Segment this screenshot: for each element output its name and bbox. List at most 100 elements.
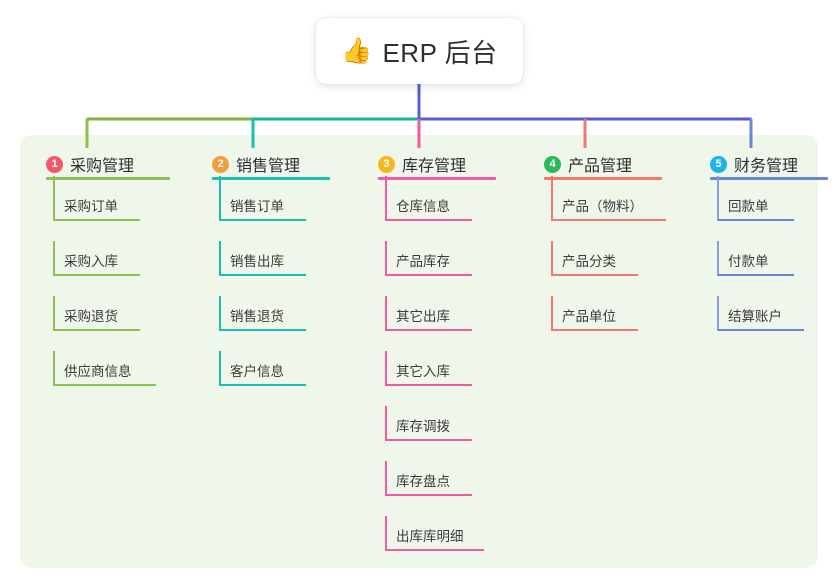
column-rule-3 <box>378 177 496 180</box>
column-header-4[interactable]: 4 产品管理 <box>526 146 691 182</box>
column-2: 2 销售管理销售订单销售出库销售退货客户信息 <box>194 146 359 406</box>
leaf-label: 其它入库 <box>396 364 450 379</box>
leaf-stem <box>717 241 719 276</box>
leaf-rule <box>386 274 472 276</box>
leaf-rule <box>386 439 472 441</box>
leaf-item[interactable]: 产品单位 <box>526 296 691 351</box>
leaf-stem <box>219 176 221 221</box>
column-title-5: 财务管理 <box>734 158 799 175</box>
leaf-rule <box>718 274 794 276</box>
leaf-list-1: 采购订单采购入库采购退货供应商信息 <box>28 176 193 406</box>
column-header-2[interactable]: 2 销售管理 <box>194 146 359 182</box>
thumbs-up-icon: 👍 <box>341 36 373 65</box>
leaf-rule <box>718 219 794 221</box>
leaf-item[interactable]: 其它入库 <box>360 351 525 406</box>
leaf-stem <box>717 176 719 221</box>
root-title: ERP 后台 <box>382 37 498 68</box>
leaf-stem <box>551 296 553 331</box>
column-header-5[interactable]: 5 财务管理 <box>692 146 839 182</box>
leaf-item[interactable]: 采购入库 <box>28 241 193 296</box>
column-title-2: 销售管理 <box>236 158 301 175</box>
leaf-stem <box>551 241 553 276</box>
leaf-item[interactable]: 其它出库 <box>360 296 525 351</box>
column-4: 4 产品管理产品（物料） 产品分类产品单位 <box>526 146 691 351</box>
leaf-item[interactable]: 采购退货 <box>28 296 193 351</box>
column-title-4: 产品管理 <box>568 158 633 175</box>
leaf-label: 产品单位 <box>562 309 616 324</box>
leaf-item[interactable]: 付款单 <box>692 241 839 296</box>
leaf-stem <box>385 176 387 221</box>
leaf-list-4: 产品（物料） 产品分类产品单位 <box>526 176 691 351</box>
column-rule-5 <box>710 177 828 180</box>
leaf-rule <box>718 329 804 331</box>
leaf-rule <box>386 384 472 386</box>
leaf-label: 付款单 <box>728 254 769 269</box>
leaf-rule <box>54 219 140 221</box>
leaf-label: 仓库信息 <box>396 199 450 214</box>
leaf-rule <box>220 274 306 276</box>
leaf-stem <box>385 296 387 331</box>
leaf-stem <box>551 176 553 221</box>
column-badge-1: 1 <box>46 155 63 173</box>
leaf-item[interactable]: 产品库存 <box>360 241 525 296</box>
leaf-item[interactable]: 产品分类 <box>526 241 691 296</box>
leaf-label: 出库库明细 <box>396 529 464 544</box>
leaf-label: 回款单 <box>728 199 769 214</box>
column-5: 5 财务管理回款单付款单结算账户 <box>692 146 839 351</box>
leaf-stem <box>385 351 387 386</box>
leaf-stem <box>717 296 719 331</box>
column-rule-4 <box>544 177 662 180</box>
leaf-item[interactable]: 库存调拨 <box>360 406 525 461</box>
leaf-label: 产品（物料） <box>562 199 643 214</box>
leaf-rule <box>54 329 140 331</box>
column-badge-2: 2 <box>212 155 229 173</box>
leaf-item[interactable]: 仓库信息 <box>360 176 525 241</box>
leaf-item[interactable]: 库存盘点 <box>360 461 525 516</box>
leaf-label: 结算账户 <box>728 309 782 324</box>
leaf-label: 库存调拨 <box>396 419 450 434</box>
leaf-rule <box>220 219 306 221</box>
leaf-label: 采购订单 <box>64 199 118 214</box>
root-node[interactable]: 👍 ERP 后台 <box>316 18 523 84</box>
leaf-item[interactable]: 出库库明细 <box>360 516 525 571</box>
leaf-rule <box>54 384 156 386</box>
leaf-stem <box>385 461 387 496</box>
leaf-item[interactable]: 产品（物料） <box>526 176 691 241</box>
leaf-label: 库存盘点 <box>396 474 450 489</box>
leaf-label: 采购入库 <box>64 254 118 269</box>
leaf-stem <box>385 406 387 441</box>
leaf-rule <box>220 384 306 386</box>
leaf-list-2: 销售订单销售出库销售退货客户信息 <box>194 176 359 406</box>
leaf-item[interactable]: 供应商信息 <box>28 351 193 406</box>
leaf-item[interactable]: 回款单 <box>692 176 839 241</box>
leaf-stem <box>53 296 55 331</box>
column-badge-5: 5 <box>710 155 727 173</box>
leaf-stem <box>219 296 221 331</box>
leaf-label: 销售订单 <box>230 199 284 214</box>
leaf-label: 销售出库 <box>230 254 284 269</box>
leaf-stem <box>53 351 55 386</box>
leaf-item[interactable]: 销售退货 <box>194 296 359 351</box>
leaf-list-5: 回款单付款单结算账户 <box>692 176 839 351</box>
leaf-item[interactable]: 销售出库 <box>194 241 359 296</box>
leaf-label: 客户信息 <box>230 364 284 379</box>
leaf-item[interactable]: 结算账户 <box>692 296 839 351</box>
leaf-item[interactable]: 客户信息 <box>194 351 359 406</box>
leaf-rule <box>54 274 140 276</box>
leaf-stem <box>385 516 387 551</box>
leaf-item[interactable]: 销售订单 <box>194 176 359 241</box>
leaf-stem <box>385 241 387 276</box>
leaf-rule <box>552 219 666 221</box>
leaf-label: 销售退货 <box>230 309 284 324</box>
leaf-item[interactable]: 采购订单 <box>28 176 193 241</box>
column-badge-4: 4 <box>544 155 561 173</box>
leaf-label: 产品分类 <box>562 254 616 269</box>
leaf-stem <box>53 176 55 221</box>
leaf-rule <box>552 274 638 276</box>
leaf-stem <box>53 241 55 276</box>
